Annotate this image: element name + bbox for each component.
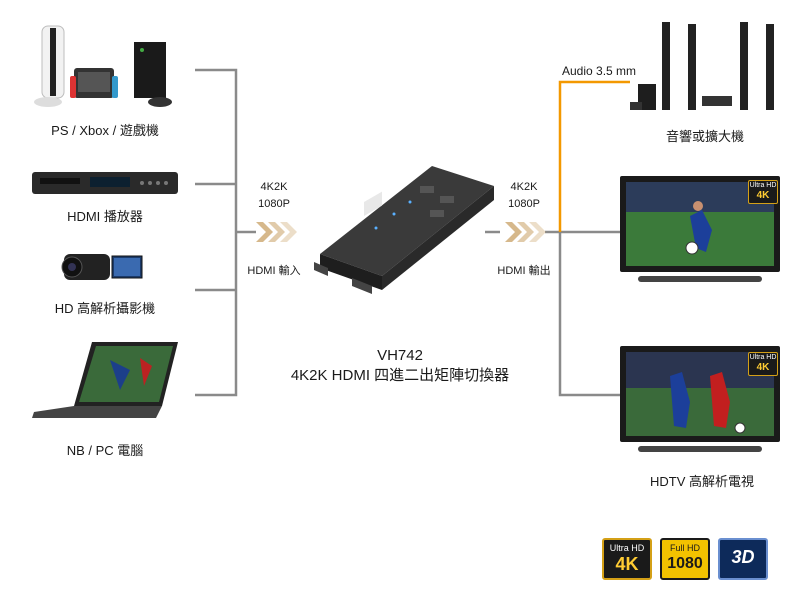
source-label-player: HDMI 播放器 [67,209,143,224]
tv-badge-line2: 4K [756,190,770,201]
game-console-icon [34,25,172,107]
source-label-laptop: NB / PC 電腦 [66,443,144,458]
device-model: VH742 [377,347,423,364]
source-label-consoles: PS / Xbox / 遊戲機 [51,123,159,138]
output-wires [485,230,620,397]
tv-badge-line1: Ultra HD [749,182,777,189]
source-label-camcorder: HD 高解析攝影機 [54,301,156,316]
speaker-system-icon [630,22,774,110]
laptop-icon [32,342,178,418]
input-wires [195,68,256,397]
television-icon [620,176,780,282]
destination-label-audio: 音響或擴大機 [665,129,744,144]
output-port-label: HDMI 輸出 [497,265,551,277]
badge-4k-line1: Ultra HD [609,543,645,553]
tv-badge-ultra-hd: Ultra HD 4K [748,180,778,204]
badge-3d-text: 3D [731,547,755,567]
device-name: 4K2K HDMI 四進二出矩陣切換器 [290,367,510,384]
output-resolution-1080p: 1080P [508,198,540,210]
media-player-icon [32,172,178,194]
audio-label: Audio 3.5 mm [562,64,637,78]
input-arrows [256,222,297,242]
tv-badge-ultra-hd: Ultra HD 4K [748,352,778,376]
matrix-switch-device [314,166,494,294]
tv-badge-line1: Ultra HD [749,354,777,361]
badge-4k-line2: 4K [615,554,639,574]
badge-1080-line2: 1080 [667,555,703,572]
output-arrows [505,222,546,242]
destination-label-hdtv: HDTV 高解析電視 [649,474,754,489]
input-resolution-1080p: 1080P [258,198,290,210]
input-port-label: HDMI 輸入 [247,265,301,277]
badge-full-hd-1080: Full HD 1080 [660,538,710,580]
tv-badge-line2: 4K [756,362,770,373]
badge-3d: 3D [718,538,768,580]
badge-ultra-hd-4k: Ultra HD 4K [602,538,652,580]
badge-1080-line1: Full HD [669,543,700,553]
audio-wire [558,80,630,232]
output-resolution-4k: 4K2K [510,181,538,193]
camcorder-icon [61,254,143,280]
input-resolution-4k: 4K2K [260,181,288,193]
